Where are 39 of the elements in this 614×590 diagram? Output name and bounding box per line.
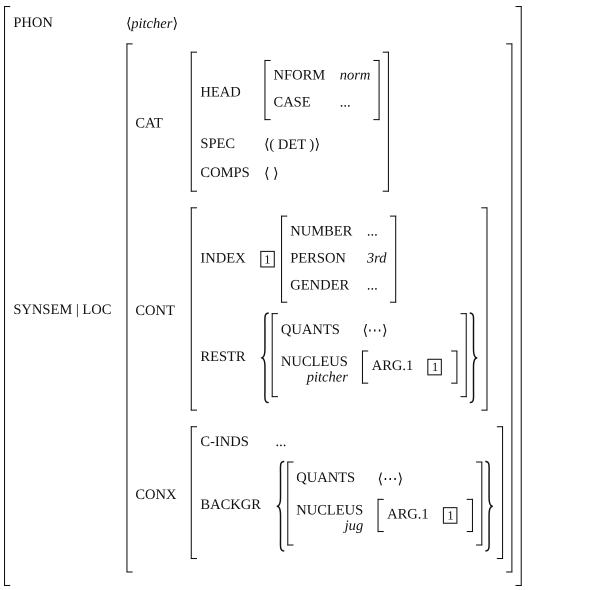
feature-name: SYNSEM | LOC — [13, 302, 112, 318]
feature-name: INDEX — [200, 250, 246, 266]
feature-value: ⟨pitcher⟩ — [126, 16, 178, 32]
feature-value: ... — [366, 224, 378, 240]
feature-value: ... — [366, 278, 378, 294]
feature-name: SPEC — [200, 136, 236, 152]
feature-name: BACKGR — [200, 498, 261, 514]
feature-name: ARG.1 — [372, 358, 414, 374]
feature-name: NUMBER — [290, 224, 352, 240]
feature-value: ⟨ ⟩ — [264, 166, 278, 182]
coindex-tag: 1 — [428, 358, 442, 376]
feature-name: QUANTS — [280, 322, 340, 338]
feature-name: NUCLEUS — [280, 354, 348, 370]
feature-name: PHON — [13, 15, 53, 31]
feature-name: HEAD — [200, 84, 241, 100]
sort-label: pitcher — [305, 370, 348, 386]
feature-name: COMPS — [200, 166, 250, 182]
coindex-tag: 1 — [443, 507, 458, 524]
feature-value: ... — [340, 95, 351, 111]
sort-label: jug — [342, 519, 364, 534]
feature-name: CASE — [274, 95, 311, 111]
feature-name: CONT — [135, 303, 175, 319]
feature-name: C-INDS — [200, 434, 249, 450]
feature-value: ⟨( DET )⟩ — [264, 138, 320, 154]
feature-value: ⟨⋯⟩ — [362, 324, 388, 340]
feature-name: NUCLEUS — [296, 502, 364, 518]
feature-name: ARG.1 — [387, 507, 429, 524]
feature-name: CAT — [135, 116, 163, 132]
feature-name: QUANTS — [296, 471, 356, 487]
coindex-tag: 1 — [260, 250, 275, 268]
feature-name: GENDER — [290, 278, 350, 294]
feature-value: norm — [340, 68, 370, 84]
feature-name: CONX — [135, 487, 177, 503]
feature-value: 3rd — [366, 250, 387, 266]
feature-name: RESTR — [200, 350, 246, 366]
feature-name: NFORM — [274, 68, 326, 84]
feature-value: ⟨⋯⟩ — [378, 472, 403, 488]
feature-value: ... — [275, 434, 286, 450]
feature-name: PERSON — [290, 250, 346, 266]
